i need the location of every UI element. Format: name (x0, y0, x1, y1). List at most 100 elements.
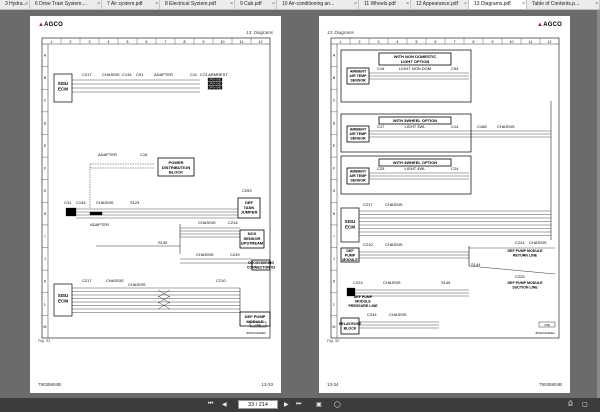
first-page-icon[interactable]: ⏮ (208, 401, 214, 407)
open-end-label: OPEN END (209, 87, 222, 90)
sisu-ecm-label: SISU (345, 219, 356, 224)
tab-6[interactable]: 11 Wheels.pdf × (359, 0, 411, 9)
page-number-input[interactable]: 33 / 214 (238, 400, 278, 409)
tab-bar: 3 Hydra...×6 Drive Train System....×7 Ai… (0, 0, 600, 10)
agco-logo: ▲AGCO (38, 22, 63, 28)
tab-7[interactable]: 12 Appearance.pdf× (411, 0, 469, 9)
connector-label: C217 (82, 72, 92, 77)
tab-2[interactable]: 7 Air system.pdf × (102, 0, 160, 9)
row-letter: M (333, 325, 336, 329)
connector-tag (89, 211, 103, 216)
wire (157, 301, 171, 310)
row-letter: C (44, 99, 47, 103)
connector-label: C224 (515, 240, 525, 245)
option-title: WITH 4WHEEL OPTION (393, 160, 437, 165)
row-letter: D (333, 121, 336, 125)
column-number: 9 (203, 40, 205, 44)
column-number: 1 (51, 40, 53, 44)
column-number: 8 (473, 40, 475, 44)
ambient-sensor-label: AIR TEMP (349, 74, 367, 78)
close-tab-icon[interactable]: × (406, 1, 409, 7)
harness-label: CHASSIS (102, 72, 120, 77)
column-number: 6 (435, 40, 437, 44)
close-tab-icon[interactable]: × (25, 1, 28, 7)
suction-line-label: SUCTION LINE (512, 285, 538, 289)
relay-fuse-label: RELAY/FUSE (339, 322, 362, 326)
page-number: 13-34 (327, 382, 339, 387)
row-letter: A (44, 54, 47, 58)
pressure-line-label: DEF PUMP (354, 295, 373, 299)
close-tab-icon[interactable]: × (464, 1, 467, 7)
close-tab-icon[interactable]: × (230, 1, 233, 7)
previous-page-icon[interactable]: ◀ (222, 402, 227, 408)
row-letter: B (44, 76, 47, 80)
doc-code: 79035904B (538, 382, 562, 387)
tab-5[interactable]: 10 Air-conditioning an...× (277, 0, 359, 9)
harness-label: CHASSIS (196, 252, 214, 257)
page-header: 13. Diagrams (246, 30, 273, 35)
close-tab-icon[interactable]: × (595, 1, 598, 7)
close-tab-icon[interactable]: × (272, 1, 275, 7)
def-pump-box (239, 311, 271, 327)
connector-label: C210 (216, 278, 226, 283)
logo-text: AGCO (543, 22, 562, 28)
option-title-box (378, 158, 452, 167)
doc-code: 79035904B (38, 382, 62, 387)
splice-label: S145 (441, 280, 451, 285)
tab-1[interactable]: 6 Drive Train System....× (30, 0, 102, 9)
tab-label: 11 Wheels.pdf (364, 1, 396, 7)
column-number: 12 (548, 40, 552, 44)
tab-0[interactable]: 3 Hydra...× (0, 0, 30, 9)
save-icon[interactable]: ▢ (582, 402, 588, 408)
close-tab-icon[interactable]: × (354, 1, 357, 7)
print-icon[interactable]: ⎙ (568, 401, 573, 407)
connector-label: C210 (363, 242, 373, 247)
def-tank-box (237, 197, 261, 219)
column-number: 12 (259, 40, 263, 44)
tab-3[interactable]: 8 Electrical System.pdf× (160, 0, 235, 9)
column-number: 4 (397, 40, 399, 44)
ref-box (249, 321, 267, 328)
connector-label: C16 (140, 152, 148, 157)
row-letter: H (44, 212, 47, 216)
harness-label: CHASSIS (128, 282, 146, 287)
row-letter: C (333, 99, 336, 103)
option-title: WITH 3WHEEL OPTION (393, 118, 437, 123)
figure-label: Fig. 31 (38, 338, 51, 343)
row-letter: I (45, 234, 46, 238)
connector-box (346, 287, 356, 297)
vertical-scrollbar[interactable] (597, 10, 600, 404)
harness-label: ADAPTER (98, 152, 117, 157)
tab-9[interactable]: Table of Contents.p...× (527, 0, 600, 9)
def-tank-label: JUMPER (241, 210, 258, 215)
return-line-label: DEF PUMP MODULE (507, 249, 543, 253)
next-page-icon[interactable]: ▶ (284, 402, 289, 408)
harness-label: CHASSIS (198, 220, 216, 225)
close-tab-icon[interactable]: × (522, 1, 525, 7)
ambient-sensor-label: SENSOR (350, 178, 366, 182)
close-tab-icon[interactable]: × (155, 1, 158, 7)
drawing-ref: 4P02A0123/DEC (535, 331, 555, 335)
power-distribution-label: DISTRIBUTION (162, 165, 191, 170)
row-letter: J (44, 257, 46, 261)
ambient-sensor-label: AMBIENT (350, 170, 367, 174)
connector-label: C14 (451, 124, 459, 129)
row-letter: M (44, 325, 47, 329)
row-letter: G (44, 189, 47, 193)
sisu-ecm-label: ECM (58, 86, 68, 91)
column-number: 5 (127, 40, 129, 44)
ambient-sensor-label: SENSOR (350, 78, 366, 82)
row-letter: J (333, 257, 335, 261)
zoom-icon[interactable]: ◯ (334, 402, 341, 408)
close-tab-icon[interactable]: × (97, 1, 100, 7)
harness-label: CHASSIS (497, 124, 515, 129)
last-page-icon[interactable]: ⏭ (296, 401, 302, 407)
tab-label: 7 Air system.pdf (107, 1, 143, 7)
tab-4[interactable]: 9 Cab.pdf× (235, 0, 277, 9)
tab-8[interactable]: 13 Diagrams.pdf× (469, 0, 527, 9)
row-letter: K (333, 280, 336, 284)
fit-page-icon[interactable]: ▣ (316, 402, 322, 408)
connector-label: C11 (190, 72, 198, 77)
option-title: LIGHT OPTION (401, 59, 430, 64)
option-frame (340, 113, 472, 153)
